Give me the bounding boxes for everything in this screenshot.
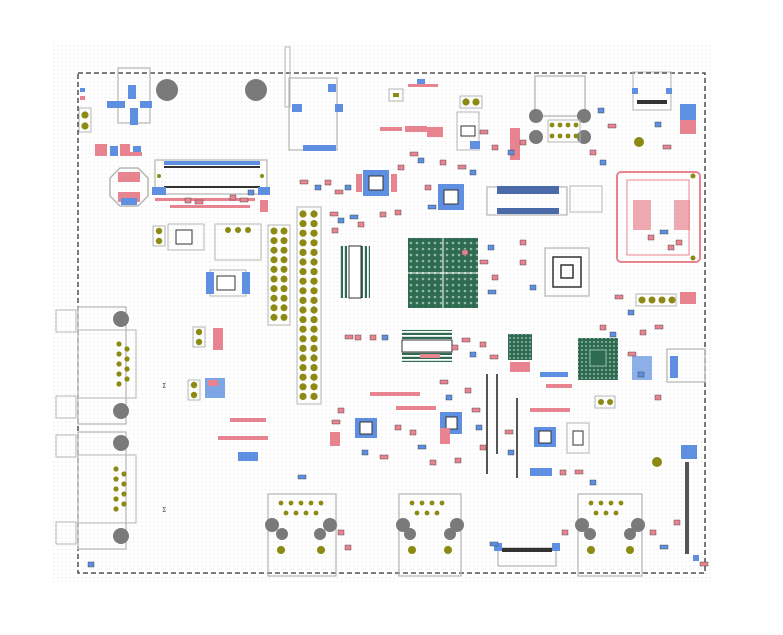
edge-connector-right — [681, 445, 699, 561]
pin-header-2x20 — [296, 206, 322, 405]
ic-qfn-small — [356, 170, 397, 196]
resistor-row-mid — [370, 354, 440, 410]
resistor-row-left — [218, 418, 268, 461]
ic-blue-a — [330, 418, 377, 446]
switch-block — [95, 144, 142, 156]
ffc-connector-top — [152, 159, 270, 195]
rj45-connector-1 — [265, 493, 337, 577]
ic-blue-c — [534, 427, 556, 447]
header-2pin-right — [594, 395, 616, 409]
ic-blue-b — [440, 412, 462, 444]
ic-qfn-blue — [438, 184, 464, 210]
switch-small-b — [206, 269, 250, 297]
switch-mid-top — [456, 111, 520, 160]
header-2pin-small-c — [187, 378, 225, 401]
wifi-module-outline — [616, 171, 701, 263]
connector-ribbon-mid — [486, 185, 603, 216]
switch-small-c — [566, 422, 590, 454]
hdmi-right — [632, 348, 706, 383]
passive-components — [87, 107, 709, 568]
header-2pin-mid — [459, 95, 483, 109]
via-large — [634, 137, 644, 147]
db9-connector-lower — [55, 431, 137, 550]
marker-upper: Σ — [162, 382, 166, 390]
header-2pin-small-b — [192, 326, 223, 350]
micro-usb-topright — [632, 71, 696, 134]
usb-micro-bottom — [494, 543, 560, 567]
rj45-connector-3 — [575, 493, 645, 577]
rj45-connector-2 — [396, 493, 464, 577]
power-jack-topleft — [107, 67, 152, 125]
small-led-block — [388, 79, 438, 102]
sd-card-slot — [284, 46, 343, 151]
ic-sop-vertical — [340, 245, 370, 299]
header-4pin-right — [635, 292, 696, 307]
header-3pin-a — [214, 223, 262, 261]
header-2pin-small-a — [152, 225, 166, 247]
chip-qfp-outline — [544, 247, 590, 297]
resistor-row-right — [510, 362, 572, 476]
bga-medium — [578, 338, 618, 380]
cpu-bga-large — [408, 238, 478, 308]
inductor-octagon — [109, 167, 149, 207]
pin-header-2x9 — [267, 224, 291, 326]
resistor-cluster-top — [380, 126, 443, 137]
grid-background — [52, 42, 712, 582]
via-large — [652, 457, 662, 467]
vertical-trace-column — [486, 374, 518, 478]
header-2pin-left — [78, 88, 92, 133]
mounting-hole — [156, 79, 178, 101]
usb-connector-top — [529, 75, 591, 144]
marker-lower: Σ — [162, 506, 166, 514]
resistor-row — [155, 198, 268, 212]
db9-connector-upper — [55, 306, 137, 425]
bga-small — [508, 334, 532, 360]
switch-small-a — [167, 223, 205, 251]
mounting-hole — [245, 79, 267, 101]
